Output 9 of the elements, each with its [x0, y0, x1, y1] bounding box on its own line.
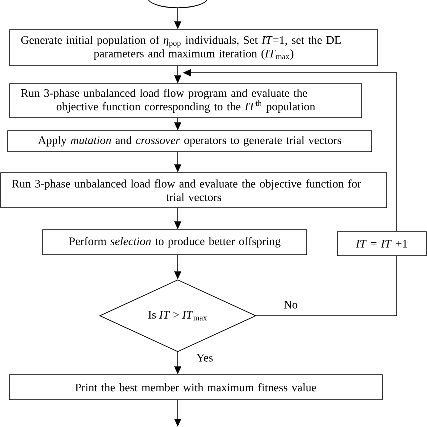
process-box: Apply mutation and crossover operators to generate trial vectors [8, 130, 372, 152]
process-box: Run 3-phase unbalanced load flow program and evaluate the objective function corresponding to the IT$^{th}$ population [10, 84, 362, 118]
process-box: Run 3-phase unbalanced load flow and evaluate the objective function for trial vectors [0, 172, 388, 208]
process-box: Print the best member with maximum fitness value [9, 374, 383, 400]
edge-label: Yes [196, 353, 214, 363]
edge-label: No [282, 300, 300, 310]
process-box: IT = IT +1 [337, 232, 427, 256]
process-box: Perform selection to produce better offspring [42, 230, 308, 256]
process-box: Generate initial population of η$_{pop}$ individuals, Set IT=1, set the DE parameters and maximum iteration (IT$_{max}$) [10, 30, 378, 66]
